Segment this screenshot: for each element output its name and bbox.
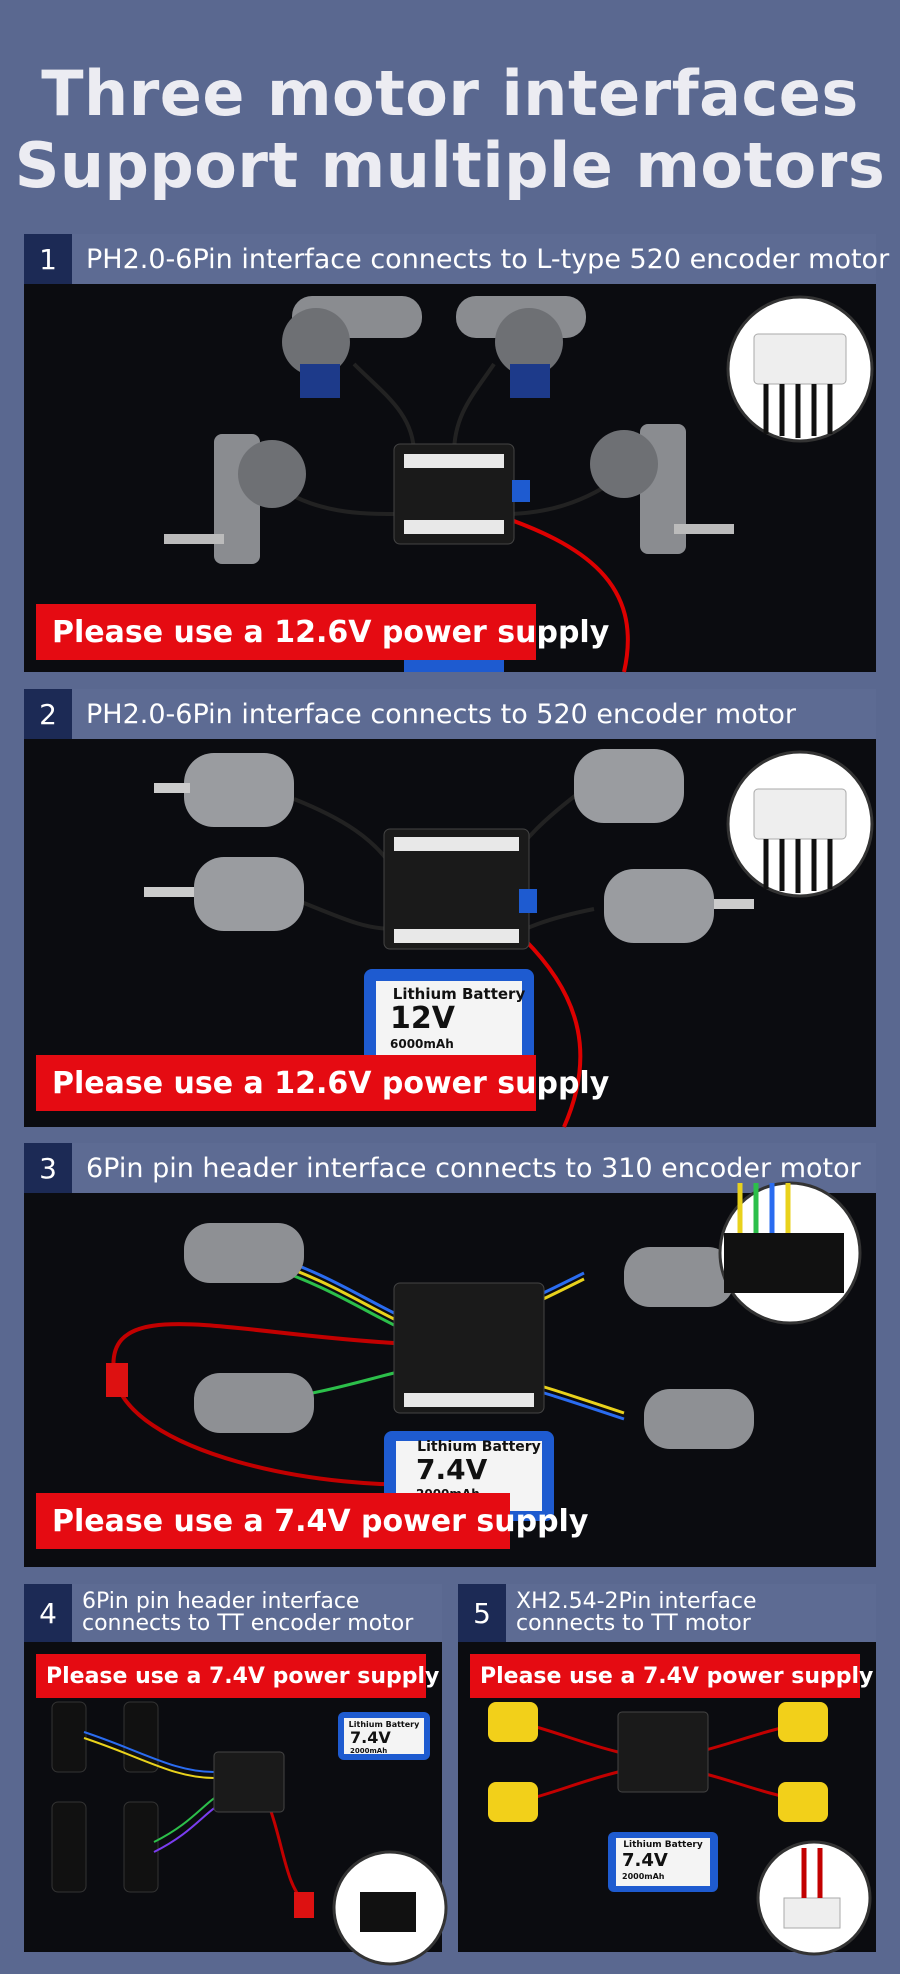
motor-right bbox=[590, 424, 734, 554]
panel-4-heading-line2: connects to TT encoder motor bbox=[82, 1611, 414, 1636]
panel-2-number: 2 bbox=[24, 689, 72, 739]
panel-1: 1 PH2.0-6Pin interface connects to L-typ… bbox=[24, 234, 889, 673]
control-board bbox=[393, 443, 530, 545]
connector-inset-3 bbox=[718, 1181, 862, 1325]
panel-2-warning: Please use a 12.6V power supply bbox=[36, 1055, 609, 1111]
panel-4-warning: Please use a 7.4V power supply bbox=[36, 1654, 439, 1698]
panel-1-header: 1 PH2.0-6Pin interface connects to L-typ… bbox=[24, 234, 889, 284]
panel-4: 4 6Pin pin header interface connects to … bbox=[24, 1584, 448, 1966]
panel-1-photo bbox=[24, 284, 876, 673]
battery-4-voltage: 7.4V bbox=[350, 1728, 391, 1747]
battery-4-label: Lithium Battery bbox=[348, 1720, 420, 1729]
battery-2-label: Lithium Battery bbox=[392, 985, 526, 1003]
panel-1-heading: PH2.0-6Pin interface connects to L-type … bbox=[86, 243, 890, 275]
battery-3-label: Lithium Battery bbox=[417, 1439, 541, 1455]
control-board bbox=[213, 1751, 285, 1813]
page-title-line1: Three motor interfaces bbox=[41, 57, 859, 130]
panel-2-header: 2 PH2.0-6Pin interface connects to 520 e… bbox=[24, 689, 876, 739]
battery-7v4 bbox=[338, 1712, 430, 1760]
control-board bbox=[393, 1282, 545, 1414]
panel-5-photo bbox=[458, 1642, 876, 1956]
battery-2-capacity: 6000mAh bbox=[390, 1037, 454, 1051]
page-title-line2: Support multiple motors bbox=[14, 129, 886, 202]
panel-5-warning: Please use a 7.4V power supply bbox=[470, 1654, 873, 1698]
battery-4-capacity: 2000mAh bbox=[350, 1747, 388, 1755]
motor-310-2 bbox=[624, 1247, 734, 1307]
panel-4-header: 4 6Pin pin header interface connects to … bbox=[24, 1584, 442, 1642]
motor-310-1 bbox=[184, 1223, 304, 1283]
panel-3-number: 3 bbox=[24, 1143, 72, 1193]
battery-5-label: Lithium Battery bbox=[623, 1840, 703, 1850]
panel-5-header: 5 XH2.54-2Pin interface connects to TT m… bbox=[458, 1584, 876, 1642]
motor-520-top-right bbox=[574, 749, 684, 823]
motor-top-right bbox=[456, 296, 586, 398]
motor-520-bottom-left bbox=[144, 857, 304, 931]
battery-7v4 bbox=[608, 1832, 718, 1892]
panel-5-heading-line2: connects to TT motor bbox=[516, 1611, 751, 1636]
connector-inset-1 bbox=[726, 295, 874, 443]
control-board bbox=[383, 828, 537, 950]
motor-520-top-left bbox=[154, 753, 294, 827]
panel-3: 3 6Pin pin header interface connects to … bbox=[24, 1143, 876, 1567]
panel-2: 2 PH2.0-6Pin interface connects to 520 e… bbox=[24, 689, 876, 1128]
panel-5-number: 5 bbox=[458, 1584, 506, 1642]
panel-5-heading-line1: XH2.54-2Pin interface bbox=[516, 1589, 757, 1614]
panel-2-heading: PH2.0-6Pin interface connects to 520 enc… bbox=[86, 698, 796, 730]
control-board bbox=[617, 1711, 709, 1793]
panel-1-number: 1 bbox=[24, 234, 72, 284]
battery-12v bbox=[364, 969, 534, 1069]
motor-520-bottom-right bbox=[604, 869, 754, 943]
motor-310-3 bbox=[194, 1373, 314, 1433]
connector-inset-5 bbox=[756, 1840, 872, 1956]
panel-3-header: 3 6Pin pin header interface connects to … bbox=[24, 1143, 876, 1193]
battery-5-voltage: 7.4V bbox=[622, 1850, 668, 1871]
panel-4-number: 4 bbox=[24, 1584, 72, 1642]
panel-2-photo bbox=[24, 739, 876, 1128]
panel-3-warning: Please use a 7.4V power supply bbox=[36, 1493, 588, 1549]
panel-4-photo bbox=[24, 1642, 448, 1966]
panel-3-heading: 6Pin pin header interface connects to 31… bbox=[86, 1152, 861, 1184]
panel-4-heading-line1: 6Pin pin header interface bbox=[82, 1589, 360, 1614]
motor-310-4 bbox=[644, 1389, 754, 1449]
panel-1-warning: Please use a 12.6V power supply bbox=[36, 604, 609, 660]
connector-inset-4 bbox=[332, 1850, 448, 1966]
motor-left bbox=[164, 434, 306, 564]
battery-3-voltage: 7.4V bbox=[416, 1453, 488, 1486]
panel-5: 5 XH2.54-2Pin interface connects to TT m… bbox=[458, 1584, 876, 1956]
motor-top-left bbox=[282, 296, 422, 398]
panel-3-photo bbox=[24, 1181, 876, 1567]
tt-motors bbox=[488, 1702, 828, 1822]
connector-inset-2 bbox=[726, 750, 874, 898]
battery-5-capacity: 2000mAh bbox=[622, 1872, 665, 1881]
battery-2-voltage: 12V bbox=[390, 1001, 455, 1036]
